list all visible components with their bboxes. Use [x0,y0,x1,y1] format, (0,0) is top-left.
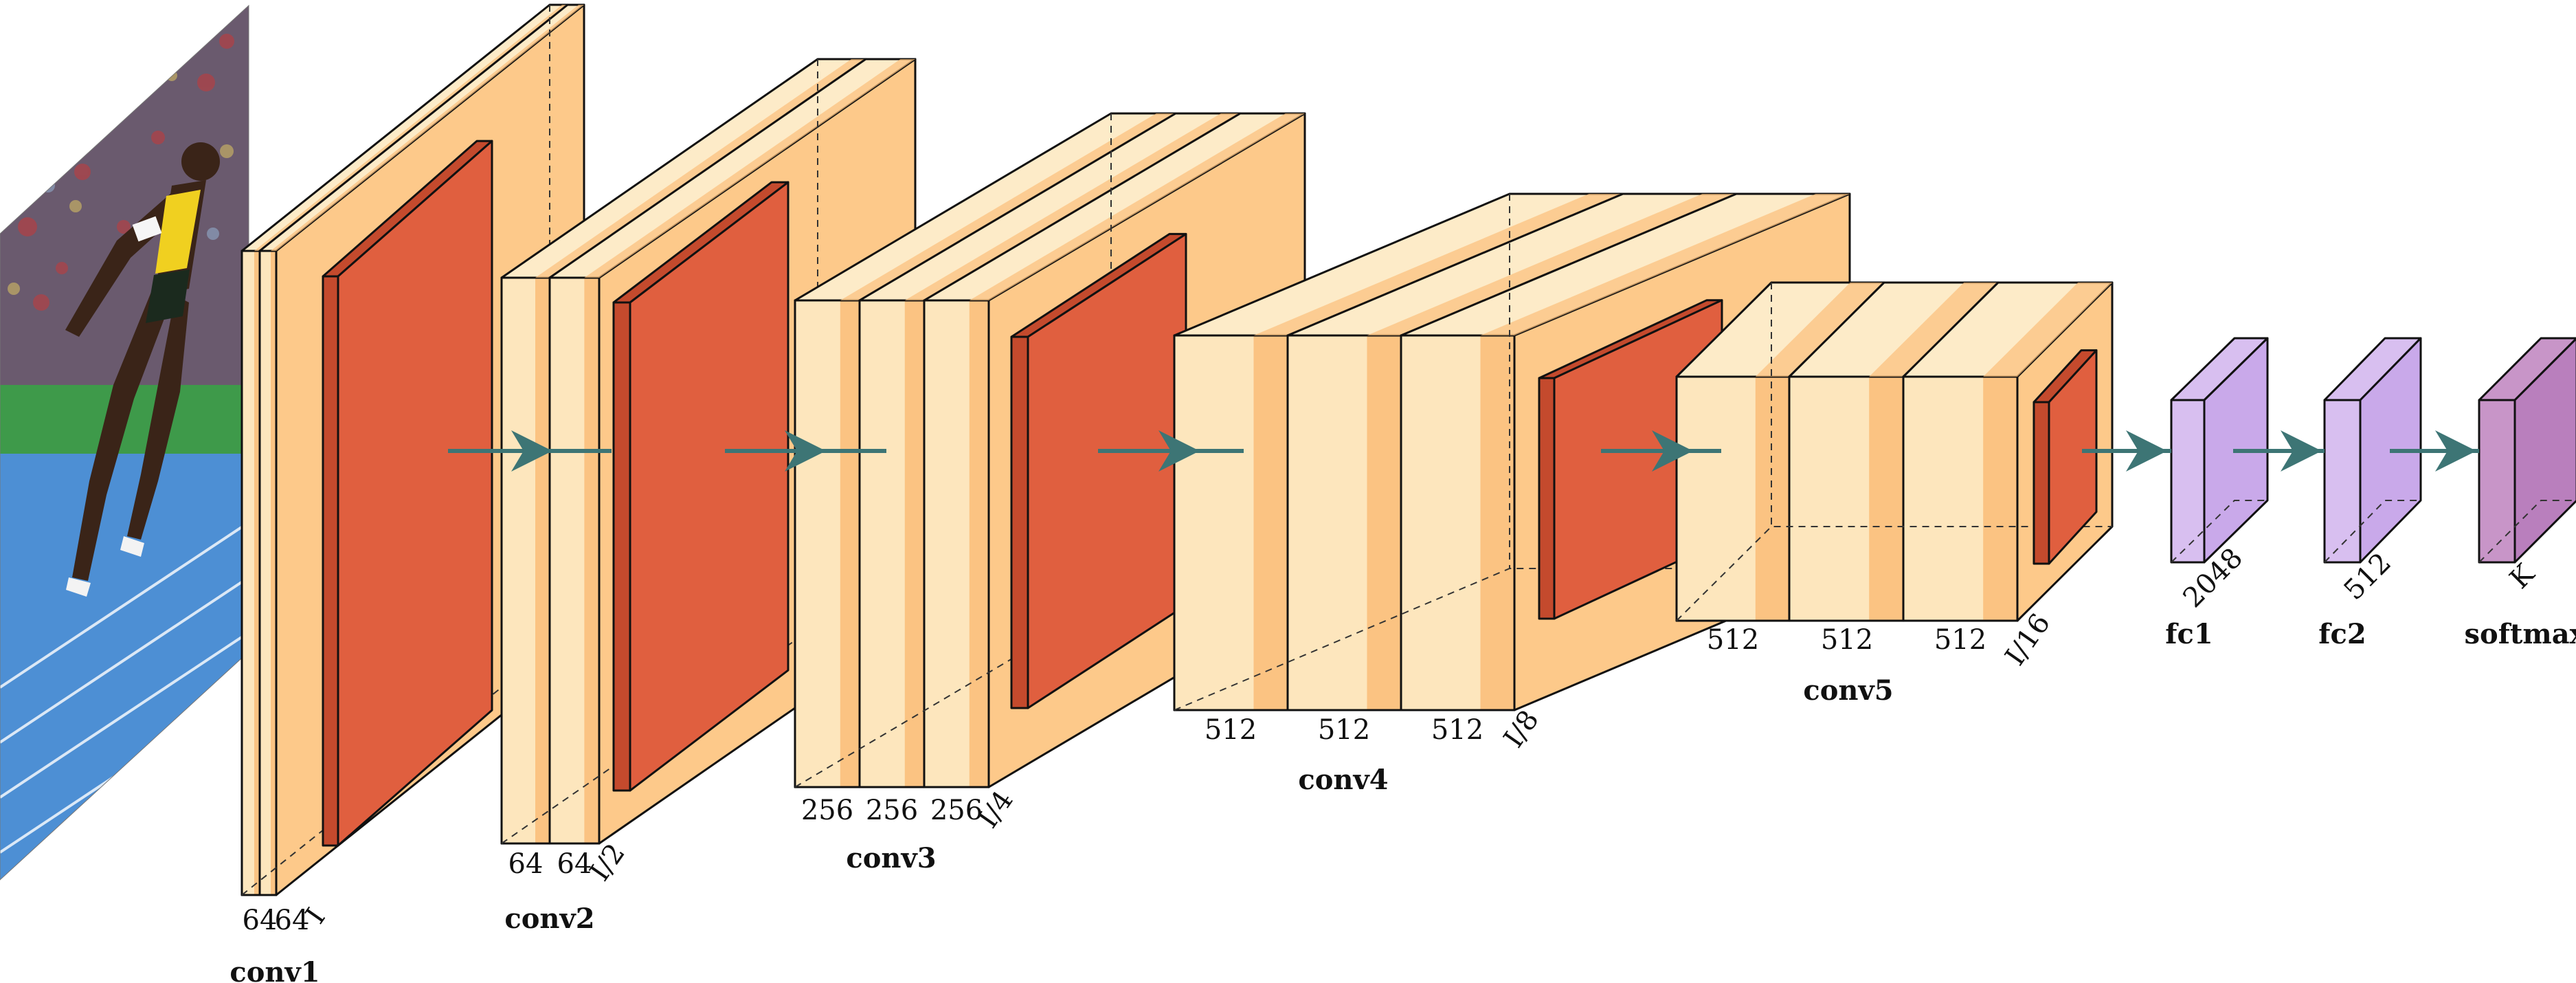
conv4-title: conv4 [1298,764,1388,796]
conv2-pooling-layer [612,181,789,792]
conv3-size-label: I/4 [972,785,1020,834]
conv1-channel-label: 64 [275,905,310,936]
conv5-channel-label: 512 [1934,624,1986,656]
conv4-block [1173,192,1851,711]
conv2-channel-label: 64 [557,848,592,880]
conv5-channel-label: 512 [1707,624,1759,656]
conv2-block [500,58,917,845]
softmax-title: softmax [2465,618,2576,650]
conv5-channel-label: 512 [1821,624,1873,656]
conv5-block [1675,281,2114,622]
conv4-channel-label: 512 [1431,714,1483,746]
conv3-channel-label: 256 [930,795,983,826]
conv3-title: conv3 [846,842,936,874]
conv4-channel-label: 512 [1205,714,1257,746]
conv3-channel-label: 256 [801,795,853,826]
conv5-pooling-layer [2032,349,2098,565]
conv3-pooling-layer [1010,232,1187,709]
conv4-channel-label: 512 [1318,714,1370,746]
conv1-channel-label: 64 [243,905,278,936]
conv3-channel-label: 256 [866,795,918,826]
conv5-title: conv5 [1803,674,1893,707]
conv2-title: conv2 [504,903,594,935]
conv4-size-label: I/8 [1498,705,1545,753]
fc1-title: fc1 [2165,618,2213,650]
softmax-block [2478,337,2576,564]
conv1-title: conv1 [229,956,320,983]
conv2-channel-label: 64 [508,848,544,880]
conv1-pooling-layer [322,140,493,847]
input-image [0,4,249,881]
fc2-title: fc2 [2318,618,2366,650]
